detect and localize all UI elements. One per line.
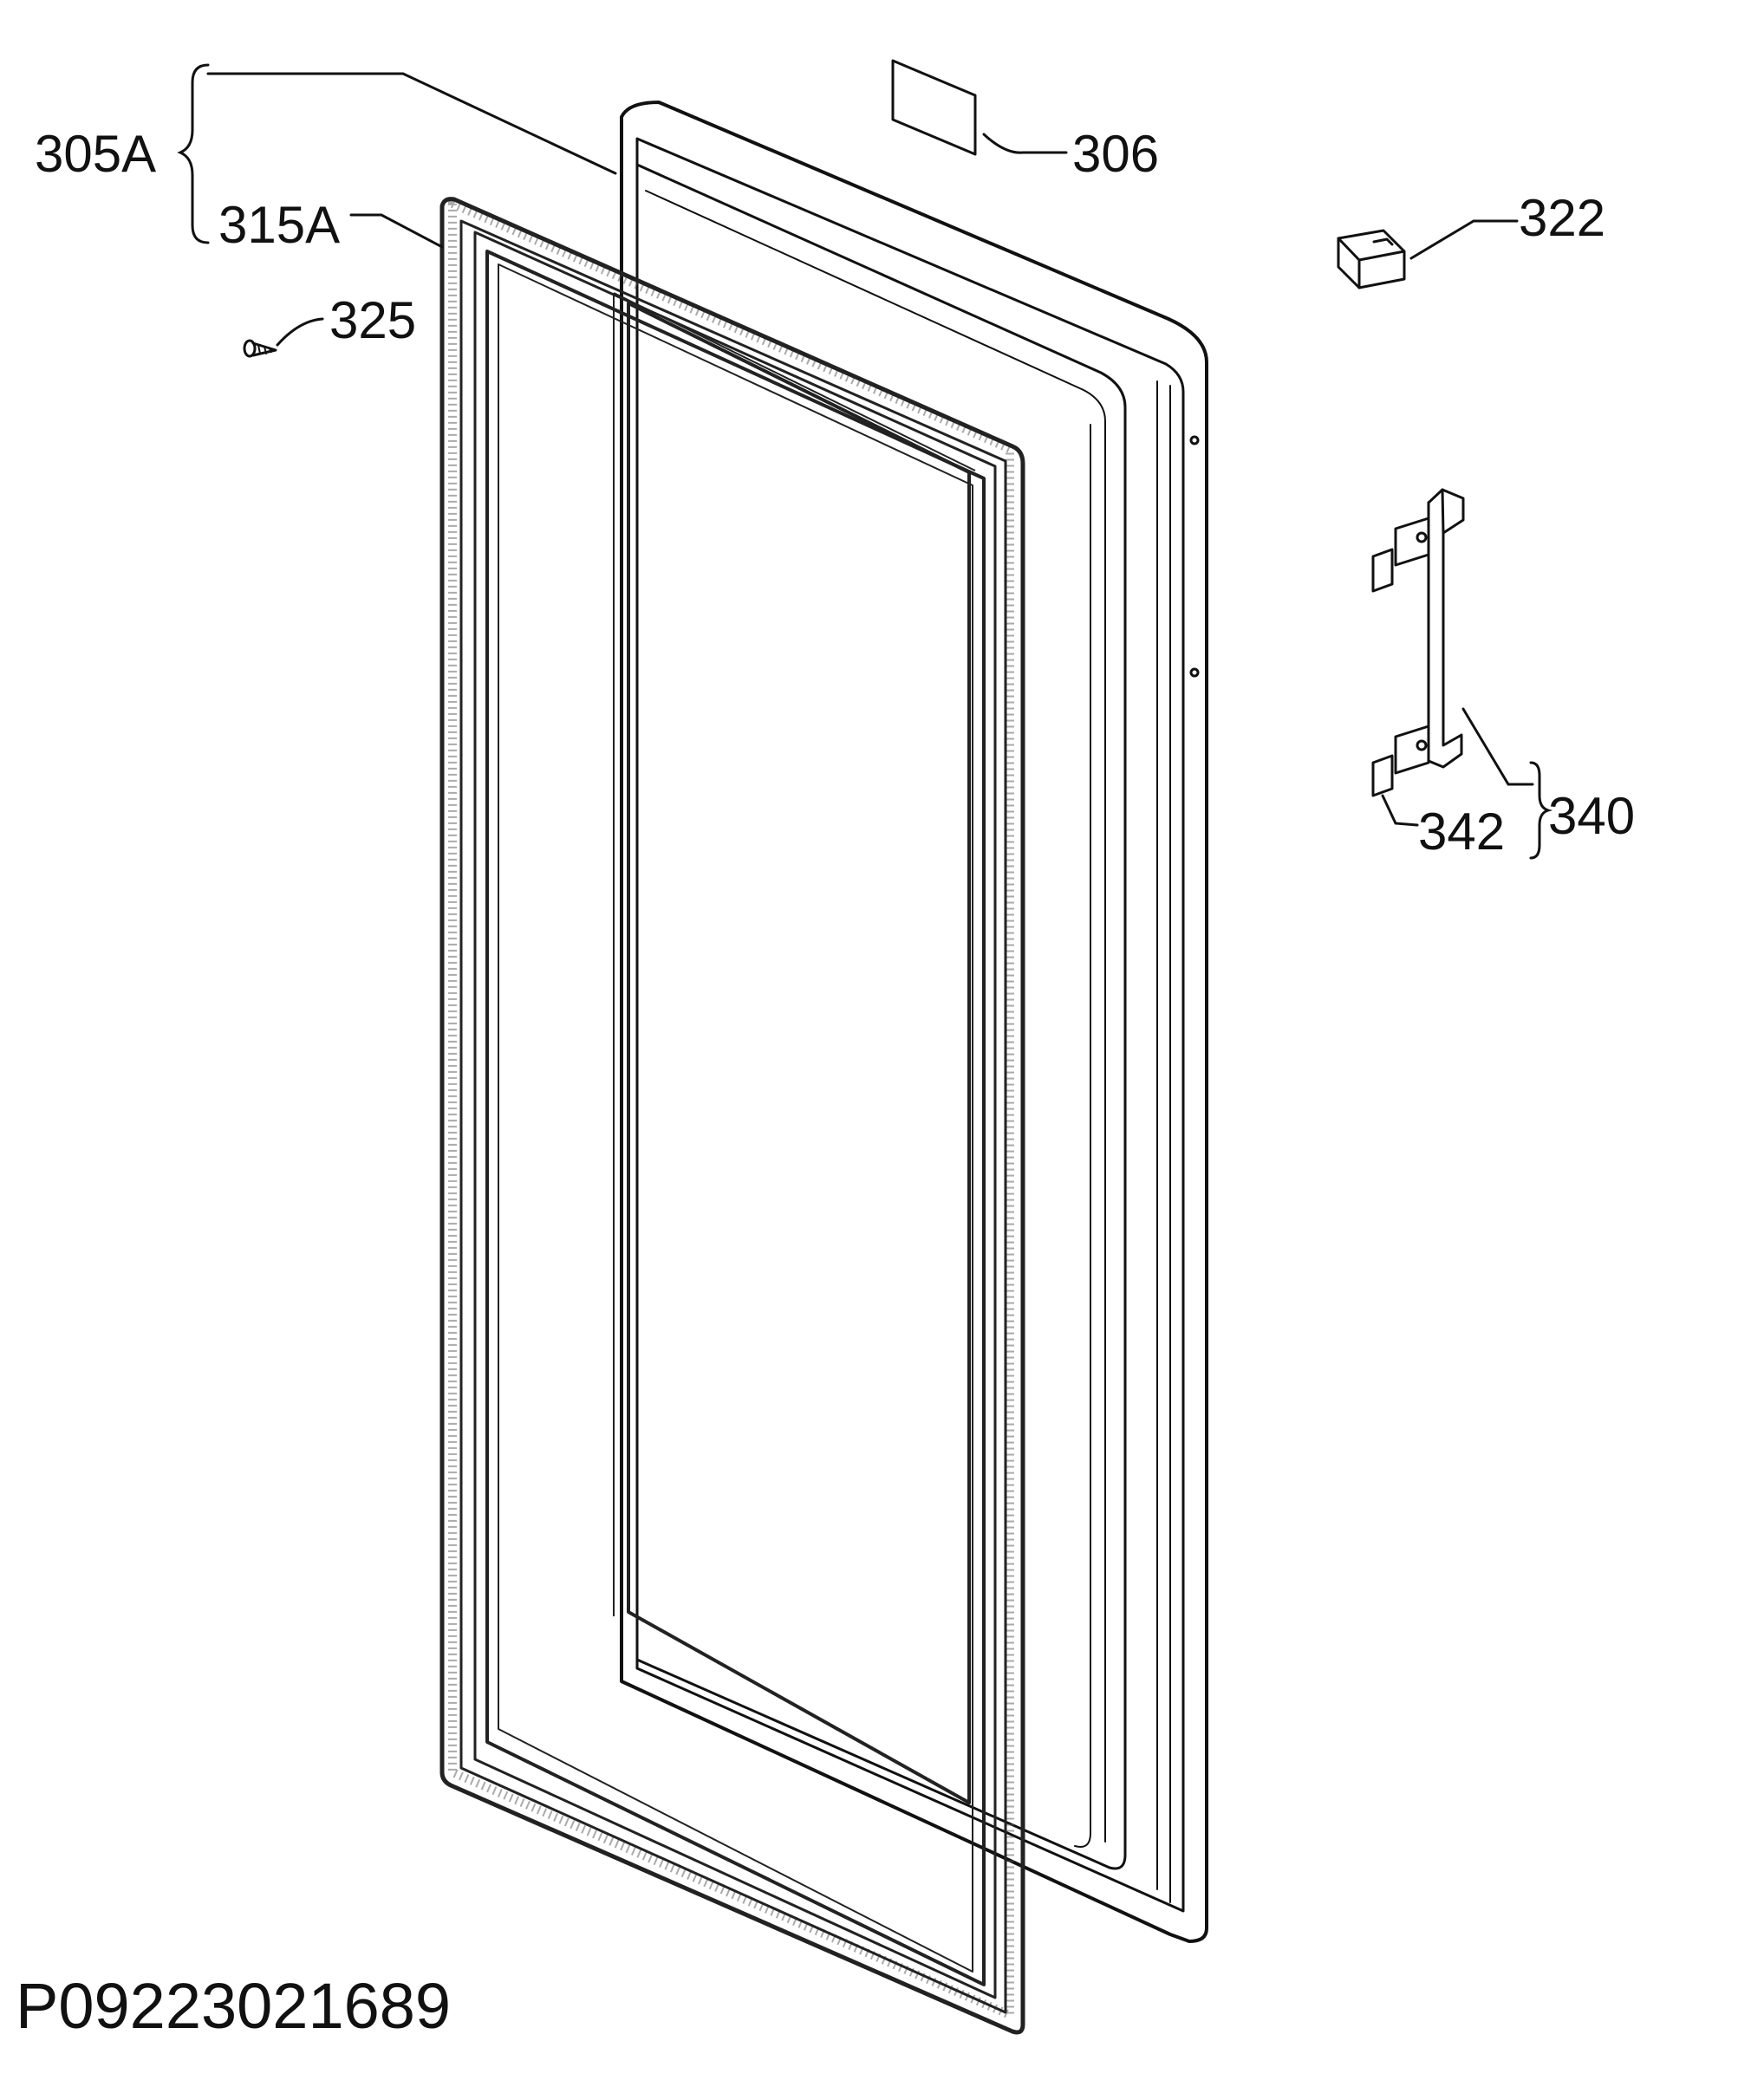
callout-306: 306 [1072, 125, 1159, 183]
hinge-plate-342-upper [1371, 548, 1394, 593]
door-gasket [439, 197, 1025, 2035]
callout-342: 342 [1418, 803, 1505, 861]
leader-340 [1461, 707, 1534, 786]
leader-325 [276, 317, 324, 347]
callout-340: 340 [1548, 787, 1635, 845]
leader-315A [349, 213, 444, 249]
leader-306 [982, 133, 1068, 154]
callout-305A: 305A [35, 125, 156, 183]
hinge-plate-342-lower [1371, 754, 1394, 797]
bracket-305A [177, 63, 617, 244]
cap-322 [1337, 229, 1406, 289]
callout-315A: 315A [218, 196, 340, 254]
drawing-number: P09223021689 [16, 1970, 451, 2042]
callout-322: 322 [1519, 189, 1605, 247]
screw-325 [243, 339, 277, 358]
leader-322 [1409, 219, 1519, 260]
leader-342 [1381, 794, 1419, 827]
door-panel [620, 101, 1208, 1943]
brace-340 [1529, 761, 1553, 860]
hinge-assembly-340 [1394, 488, 1465, 775]
callout-325: 325 [329, 291, 416, 349]
label-plate-306 [891, 59, 977, 156]
